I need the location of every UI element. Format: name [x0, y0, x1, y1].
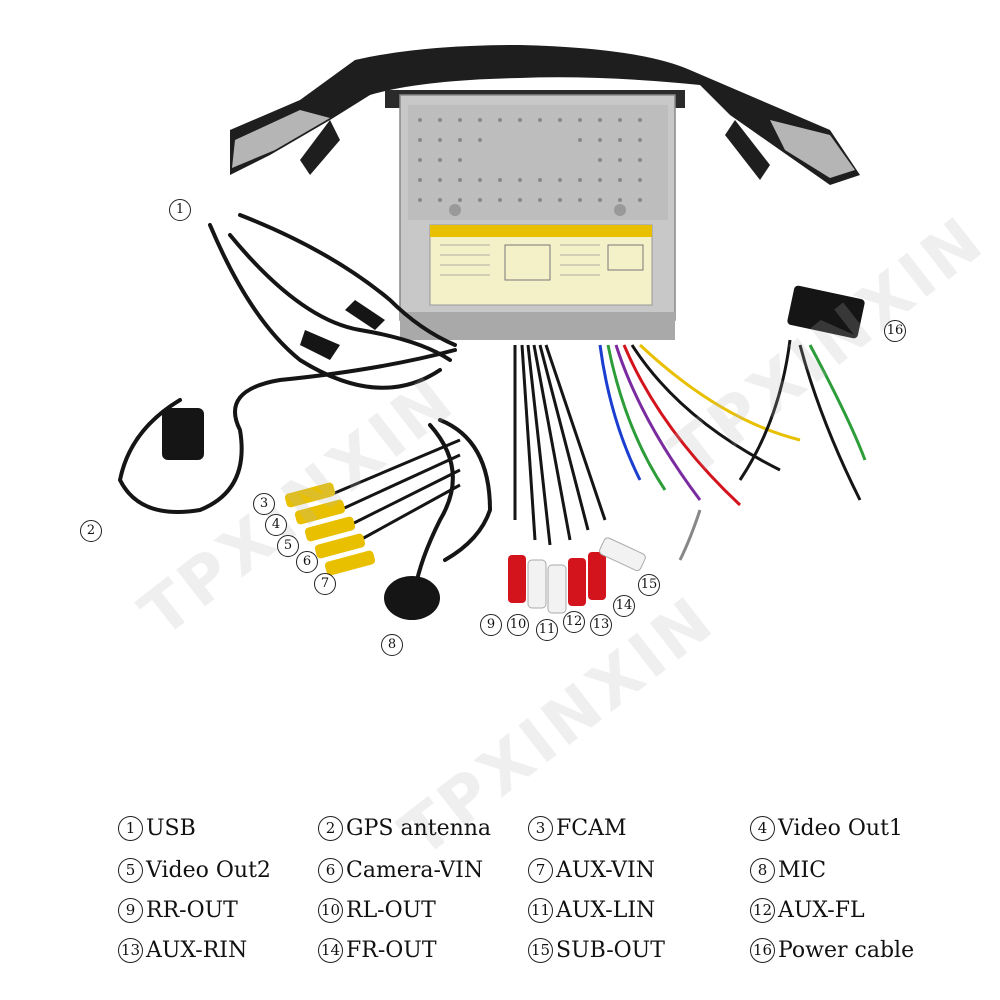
black-cables: [117, 213, 493, 592]
callout-8: 8: [381, 634, 403, 656]
legend-label: Power cable: [778, 937, 915, 963]
legend-label: FCAM: [556, 815, 627, 841]
callout-6: 6: [296, 551, 318, 573]
callout-15: 15: [638, 574, 660, 596]
legend-label: AUX-LIN: [556, 897, 656, 923]
callout-14: 14: [613, 595, 635, 617]
mic-puck: [384, 576, 440, 620]
legend-number: 1: [118, 815, 143, 841]
legend-label: Video Out2: [146, 857, 271, 883]
power-harness-wires: [598, 339, 867, 561]
product-photo: TPXINXIN TPXINXIN TPXINXIN 1 2 3 4 5 6 7…: [80, 45, 999, 872]
yellow-rca-group: [284, 438, 461, 576]
legend-label: USB: [146, 815, 196, 841]
callout-3: 3: [253, 493, 275, 515]
metal-chassis: [399, 94, 676, 340]
legend-label: RL-OUT: [346, 897, 436, 923]
legend-number: 5: [118, 857, 143, 883]
audio-rca-group: [508, 344, 646, 614]
legend-number: 7: [528, 857, 553, 883]
legend-label: Camera-VIN: [346, 857, 484, 883]
power-connector: [787, 285, 865, 339]
callout-10: 10: [507, 614, 529, 636]
legend-label: GPS antenna: [346, 815, 492, 841]
legend-label: MIC: [778, 857, 827, 883]
head-unit-illustration: [117, 45, 867, 620]
legend-number: 16: [750, 937, 775, 963]
callout-11: 11: [536, 619, 558, 641]
legend-label: SUB-OUT: [556, 937, 665, 963]
legend-number: 14: [318, 937, 343, 963]
callout-7: 7: [314, 573, 336, 595]
legend-number: 2: [318, 815, 343, 841]
legend-number: 13: [118, 937, 143, 963]
legend-number: 8: [750, 857, 775, 883]
legend-label: AUX-VIN: [556, 857, 655, 883]
callout-4: 4: [265, 514, 287, 536]
callout-13: 13: [590, 614, 612, 636]
callout-9: 9: [480, 614, 502, 636]
legend-number: 10: [318, 897, 343, 923]
legend-number: 3: [528, 815, 553, 841]
callout-1: 1: [169, 199, 191, 221]
legend-label: Video Out1: [778, 815, 903, 841]
legend-label: RR-OUT: [146, 897, 238, 923]
legend-number: 11: [528, 897, 553, 923]
legend-label: AUX-RIN: [146, 937, 248, 963]
gps-antenna-block: [162, 408, 204, 460]
callout-16: 16: [884, 320, 906, 342]
legend-label: FR-OUT: [346, 937, 437, 963]
callout-5: 5: [277, 535, 299, 557]
callout-12: 12: [563, 611, 585, 633]
callout-2: 2: [80, 520, 102, 542]
legend-number: 4: [750, 815, 775, 841]
legend-number: 6: [318, 857, 343, 883]
legend-number: 12: [750, 897, 775, 923]
legend-number: 15: [528, 937, 553, 963]
legend-number: 9: [118, 897, 143, 923]
legend-label: AUX-FL: [778, 897, 865, 923]
